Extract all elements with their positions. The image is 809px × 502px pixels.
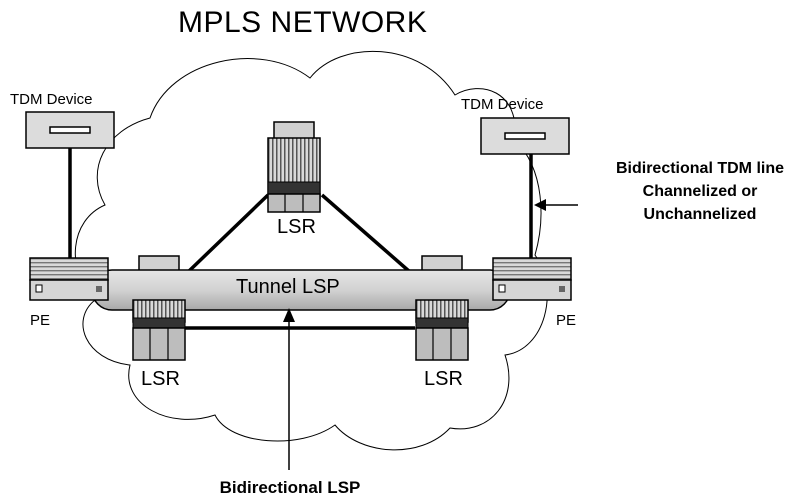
diagram-title: MPLS NETWORK <box>178 6 428 39</box>
tdm-line-label-2: Channelized or <box>642 183 758 200</box>
tdm-line-label-3: Unchannelized <box>643 206 757 223</box>
tdm-device-right <box>480 117 570 155</box>
tdm-device-left <box>25 111 115 149</box>
tdm-device-right-label: TDM Device <box>461 96 544 113</box>
bidirectional-lsp-label: Bidirectional LSP <box>219 478 361 497</box>
lsr-right-label: LSR <box>424 368 463 390</box>
lsr-top-router <box>267 121 321 213</box>
pe-left-router <box>29 257 109 301</box>
pe-right-label: PE <box>556 312 577 329</box>
pe-right-router <box>492 257 572 301</box>
tdm-line-label-1: Bidirectional TDM line <box>615 160 784 177</box>
tunnel-lsp-label: Tunnel LSP <box>236 276 340 298</box>
lsr-left-body <box>132 299 186 361</box>
lsr-right-body <box>415 299 469 361</box>
lsr-left-label: LSR <box>141 368 180 390</box>
lsr-top-label: LSR <box>277 216 316 238</box>
pe-left-label: PE <box>30 312 51 329</box>
tdm-device-left-label: TDM Device <box>10 91 93 108</box>
link-lsr-top-left <box>186 193 270 274</box>
tdm-line-arrow <box>534 199 578 211</box>
lsp-arrow <box>283 308 295 470</box>
link-lsr-top-right <box>320 193 412 274</box>
